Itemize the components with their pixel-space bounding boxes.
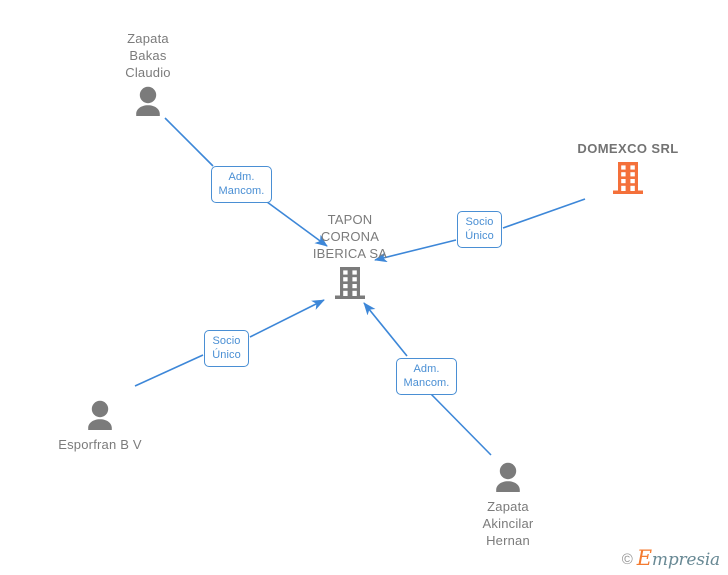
node-label-zapata-bakas-claudio: Zapata Bakas Claudio — [125, 31, 171, 80]
edge-line-esporfran-b-v-outer — [134, 354, 204, 387]
edge-line-esporfran-b-v-inner — [249, 299, 325, 338]
node-domexco-srl[interactable]: DOMEXCO SRL — [558, 140, 698, 194]
edge-label-adm-mancom-top[interactable]: Adm. Mancom. — [211, 166, 272, 203]
empresia-watermark: © Empresia — [621, 546, 720, 570]
brand-rest: mpresia — [651, 550, 720, 570]
node-esporfran-b-v[interactable]: Esporfran B V — [30, 400, 170, 453]
person-icon — [83, 400, 117, 430]
edge-line-domexco-srl-inner — [374, 239, 457, 263]
node-label-zapata-akincilar-hernan: Zapata Akincilar Hernan — [482, 499, 534, 548]
brand-initial: E — [636, 546, 652, 570]
node-zapata-akincilar-hernan[interactable]: Zapata Akincilar Hernan — [438, 462, 578, 549]
edge-line-zapata-akincilar-hernan-outer — [428, 391, 492, 456]
edge-line-zapata-bakas-claudio-lower — [262, 198, 328, 247]
edge-label-socio-unico-left[interactable]: Socio Único — [204, 330, 249, 367]
edge-line-domexco-srl-outer — [502, 198, 586, 229]
node-label-domexco-srl: DOMEXCO SRL — [577, 141, 679, 156]
company-building-icon — [335, 267, 365, 299]
node-label-esporfran-b-v: Esporfran B V — [58, 437, 142, 452]
edge-line-zapata-akincilar-hernan-inner — [363, 302, 408, 357]
brand-name: Empresia — [636, 546, 720, 570]
node-zapata-bakas-claudio[interactable]: Zapata Bakas Claudio — [78, 30, 218, 116]
node-tapon-corona-iberica-sa[interactable]: TAPON CORONA IBERICA SA — [280, 211, 420, 299]
edge-line-zapata-bakas-claudio-upper — [164, 117, 214, 167]
edge-label-adm-mancom-bottom[interactable]: Adm. Mancom. — [396, 358, 457, 395]
edge-label-socio-unico-right[interactable]: Socio Único — [457, 211, 502, 248]
person-icon — [491, 462, 525, 492]
node-label-tapon-corona-iberica-sa: TAPON CORONA IBERICA SA — [312, 212, 388, 261]
company-building-icon — [613, 162, 643, 194]
person-icon — [131, 86, 165, 116]
copyright-icon: © — [621, 550, 633, 568]
